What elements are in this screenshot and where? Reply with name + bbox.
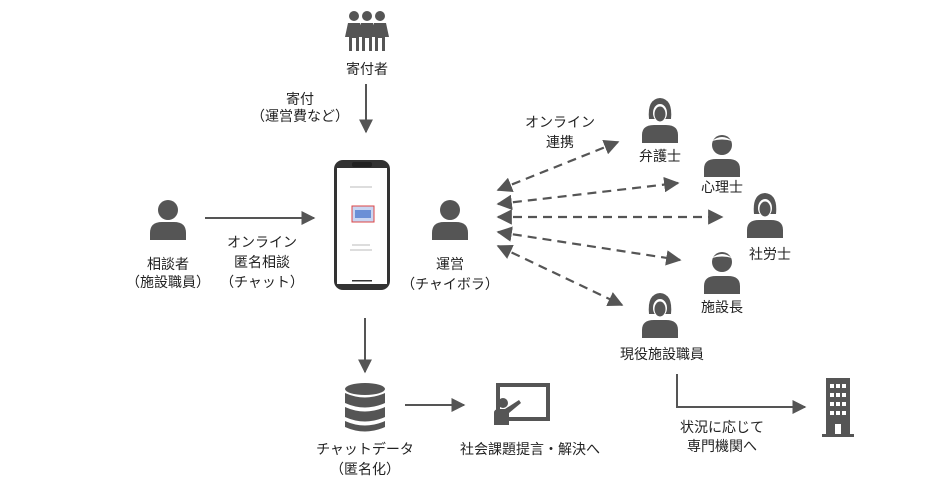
donors-label: 寄付者 [346,62,388,78]
arrow-director [496,226,682,266]
referral-arrow [676,374,807,414]
expert-label-psychologist: 心理士 [701,180,743,196]
donation-label-1: 寄付 [286,92,314,108]
consultant-label-2: （施設職員） [126,275,210,291]
social-label: 社会課題提言・解決へ [460,442,600,458]
expert-label-labor-consultant: 社労士 [749,247,791,263]
channel-label-1: オンライン [227,235,297,251]
consultant-person-icon [150,200,186,240]
staff-woman-icon [642,293,678,338]
database-icon [345,383,385,432]
referral-label-1: 状況に応じて [680,420,764,436]
group-of-women-icon [345,11,389,51]
consultant-label-1: 相談者 [147,257,189,273]
data-label-1: チャットデータ [316,442,414,458]
referral-label-2: 専門機関へ [687,439,757,455]
psychologist-man-icon [704,135,740,177]
expert-label-staff: 現役施設職員 [620,347,704,363]
operator-person-icon [432,200,468,240]
donation-label-2: （運営費など） [251,109,349,125]
labor-consultant-woman-icon [747,193,783,238]
collab-label-1: オンライン [525,115,595,131]
collab-label-2: 連携 [546,135,574,151]
arrow-psychologist [496,176,680,211]
operator-label-2: （チャイボラ） [401,277,499,293]
expert-label-director: 施設長 [701,300,743,316]
director-man-icon [704,252,740,294]
smartphone-app-icon [334,160,390,290]
building-icon [822,378,854,437]
channel-label-2: 匿名相談 [234,255,290,271]
presentation-icon [494,383,550,425]
operator-label-1: 運営 [436,257,464,273]
expert-label-lawyer: 弁護士 [639,149,681,165]
data-label-2: （匿名化） [330,462,400,478]
lawyer-woman-icon [642,98,678,143]
channel-label-3: （チャット） [220,275,304,291]
arrow-staff [496,245,624,306]
collaboration-arrows [496,139,724,306]
